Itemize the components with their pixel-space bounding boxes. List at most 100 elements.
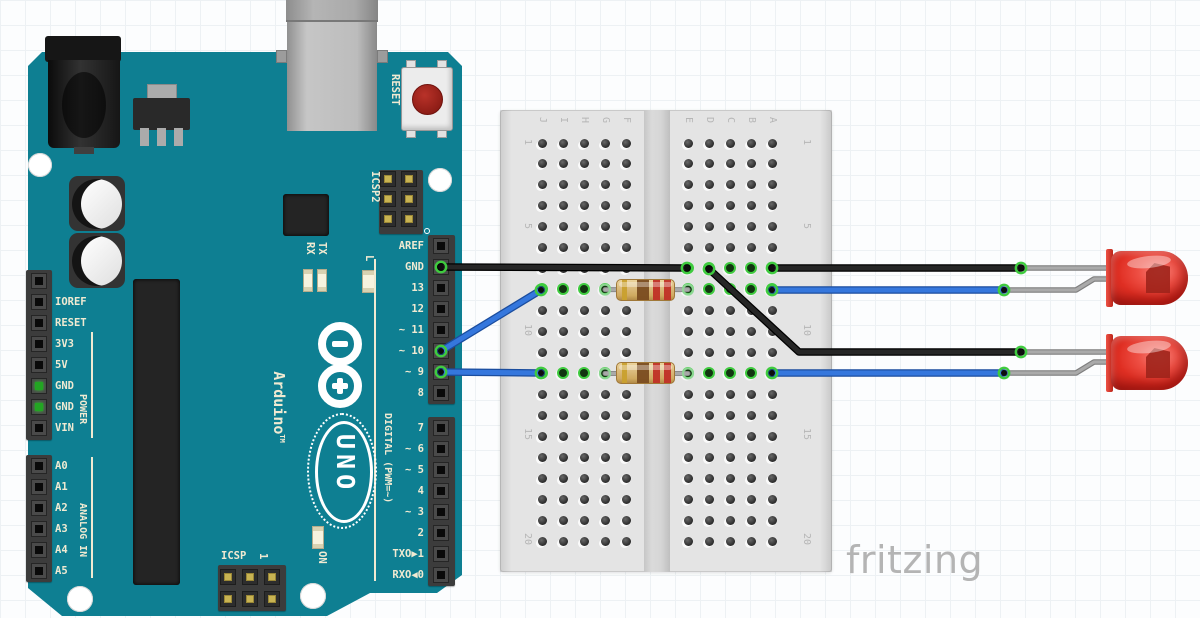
breadboard-hole-B14[interactable] — [746, 410, 756, 420]
breadboard-hole-G19[interactable] — [600, 515, 610, 525]
breadboard-hole-A17[interactable] — [767, 473, 777, 483]
pin-digital-3[interactable] — [433, 504, 449, 520]
pin-analog-a0[interactable] — [31, 458, 47, 474]
breadboard-hole-B19[interactable] — [746, 515, 756, 525]
breadboard[interactable] — [500, 110, 832, 572]
breadboard-hole-A3[interactable] — [767, 180, 777, 190]
breadboard-hole-D1[interactable] — [704, 138, 714, 148]
breadboard-hole-D20[interactable] — [704, 536, 714, 546]
breadboard-hole-I20[interactable] — [558, 536, 568, 546]
breadboard-hole-C14[interactable] — [725, 410, 735, 420]
breadboard-hole-G10[interactable] — [600, 327, 610, 337]
pin-digital-6[interactable] — [433, 441, 449, 457]
breadboard-hole-C1[interactable] — [725, 138, 735, 148]
breadboard-hole-A6[interactable] — [767, 243, 777, 253]
breadboard-hole-J6[interactable] — [537, 243, 547, 253]
breadboard-hole-D2[interactable] — [704, 159, 714, 169]
pin-digital-12[interactable] — [433, 301, 449, 317]
breadboard-hole-D6[interactable] — [704, 243, 714, 253]
pin-digital-2[interactable] — [433, 525, 449, 541]
pin-digital-rxo0[interactable] — [433, 567, 449, 583]
breadboard-hole-E15[interactable] — [683, 431, 693, 441]
breadboard-hole-I11[interactable] — [558, 348, 568, 357]
breadboard-hole-C2[interactable] — [725, 159, 735, 169]
breadboard-hole-C17[interactable] — [725, 473, 735, 483]
breadboard-hole-F4[interactable] — [621, 201, 631, 211]
breadboard-hole-F19[interactable] — [621, 515, 631, 525]
breadboard-hole-I18[interactable] — [558, 494, 568, 504]
breadboard-hole-B4[interactable] — [746, 201, 756, 211]
breadboard-hole-B17[interactable] — [746, 473, 756, 483]
breadboard-hole-C4[interactable] — [725, 201, 735, 211]
breadboard-hole-E3[interactable] — [683, 180, 693, 190]
breadboard-hole-C11[interactable] — [725, 348, 735, 357]
breadboard-hole-F17[interactable] — [621, 473, 631, 483]
icsp-pin[interactable] — [264, 569, 280, 585]
breadboard-hole-C6[interactable] — [725, 243, 735, 253]
breadboard-hole-D3[interactable] — [704, 180, 714, 190]
breadboard-hole-F6[interactable] — [621, 243, 631, 253]
breadboard-hole-J18[interactable] — [537, 494, 547, 504]
breadboard-hole-C16[interactable] — [725, 452, 735, 462]
breadboard-hole-C10[interactable] — [725, 327, 735, 337]
breadboard-hole-E18[interactable] — [683, 494, 693, 504]
breadboard-hole-H14[interactable] — [579, 410, 589, 420]
breadboard-hole-H3[interactable] — [579, 180, 589, 190]
icsp2-pin[interactable] — [401, 171, 417, 187]
breadboard-hole-D4[interactable] — [704, 201, 714, 211]
breadboard-hole-H8[interactable] — [577, 283, 590, 296]
breadboard-hole-C7[interactable] — [723, 262, 736, 275]
breadboard-hole-J16[interactable] — [537, 452, 547, 462]
breadboard-hole-J14[interactable] — [537, 410, 547, 420]
breadboard-hole-I5[interactable] — [558, 222, 568, 232]
breadboard-hole-D18[interactable] — [704, 494, 714, 504]
breadboard-hole-C12[interactable] — [723, 366, 736, 379]
breadboard-hole-F3[interactable] — [621, 180, 631, 190]
breadboard-hole-B20[interactable] — [746, 536, 756, 546]
breadboard-hole-A14[interactable] — [767, 410, 777, 420]
pin-digital-11[interactable] — [433, 322, 449, 338]
breadboard-hole-I17[interactable] — [558, 473, 568, 483]
pin-power-reset[interactable] — [31, 315, 47, 331]
breadboard-hole-G14[interactable] — [600, 410, 610, 420]
breadboard-hole-F18[interactable] — [621, 494, 631, 504]
pin-digital-7[interactable] — [433, 420, 449, 436]
breadboard-hole-A5[interactable] — [767, 222, 777, 232]
breadboard-hole-E5[interactable] — [683, 222, 693, 232]
breadboard-hole-H20[interactable] — [579, 536, 589, 546]
breadboard-hole-G15[interactable] — [600, 431, 610, 441]
pin-analog-a4[interactable] — [31, 542, 47, 558]
icsp2-pin[interactable] — [401, 191, 417, 207]
breadboard-hole-J5[interactable] — [537, 222, 547, 232]
breadboard-hole-B12[interactable] — [744, 366, 757, 379]
breadboard-hole-H1[interactable] — [579, 138, 589, 148]
breadboard-hole-G16[interactable] — [600, 452, 610, 462]
breadboard-hole-J10[interactable] — [537, 327, 547, 337]
breadboard-hole-A16[interactable] — [767, 452, 777, 462]
breadboard-hole-H16[interactable] — [579, 452, 589, 462]
breadboard-hole-J19[interactable] — [537, 515, 547, 525]
breadboard-hole-E2[interactable] — [683, 159, 693, 169]
breadboard-hole-B2[interactable] — [746, 159, 756, 169]
breadboard-hole-D8[interactable] — [702, 283, 715, 296]
pin-analog-a1[interactable] — [31, 479, 47, 495]
breadboard-hole-D14[interactable] — [704, 410, 714, 420]
breadboard-hole-G17[interactable] — [600, 473, 610, 483]
breadboard-hole-H15[interactable] — [579, 431, 589, 441]
breadboard-hole-F9[interactable] — [621, 306, 631, 316]
breadboard-hole-G11[interactable] — [600, 348, 610, 357]
breadboard-hole-J2[interactable] — [537, 159, 547, 169]
breadboard-hole-H4[interactable] — [579, 201, 589, 211]
breadboard-hole-H18[interactable] — [579, 494, 589, 504]
icsp2-pin[interactable] — [380, 171, 396, 187]
breadboard-hole-D17[interactable] — [704, 473, 714, 483]
breadboard-hole-D16[interactable] — [704, 452, 714, 462]
breadboard-hole-G4[interactable] — [600, 201, 610, 211]
breadboard-hole-I4[interactable] — [558, 201, 568, 211]
pin-power-pin[interactable] — [31, 273, 47, 289]
icsp-pin[interactable] — [242, 569, 258, 585]
breadboard-hole-A19[interactable] — [767, 515, 777, 525]
pin-digital-13[interactable] — [433, 280, 449, 296]
breadboard-hole-B7[interactable] — [744, 262, 757, 275]
breadboard-hole-C9[interactable] — [725, 306, 735, 316]
